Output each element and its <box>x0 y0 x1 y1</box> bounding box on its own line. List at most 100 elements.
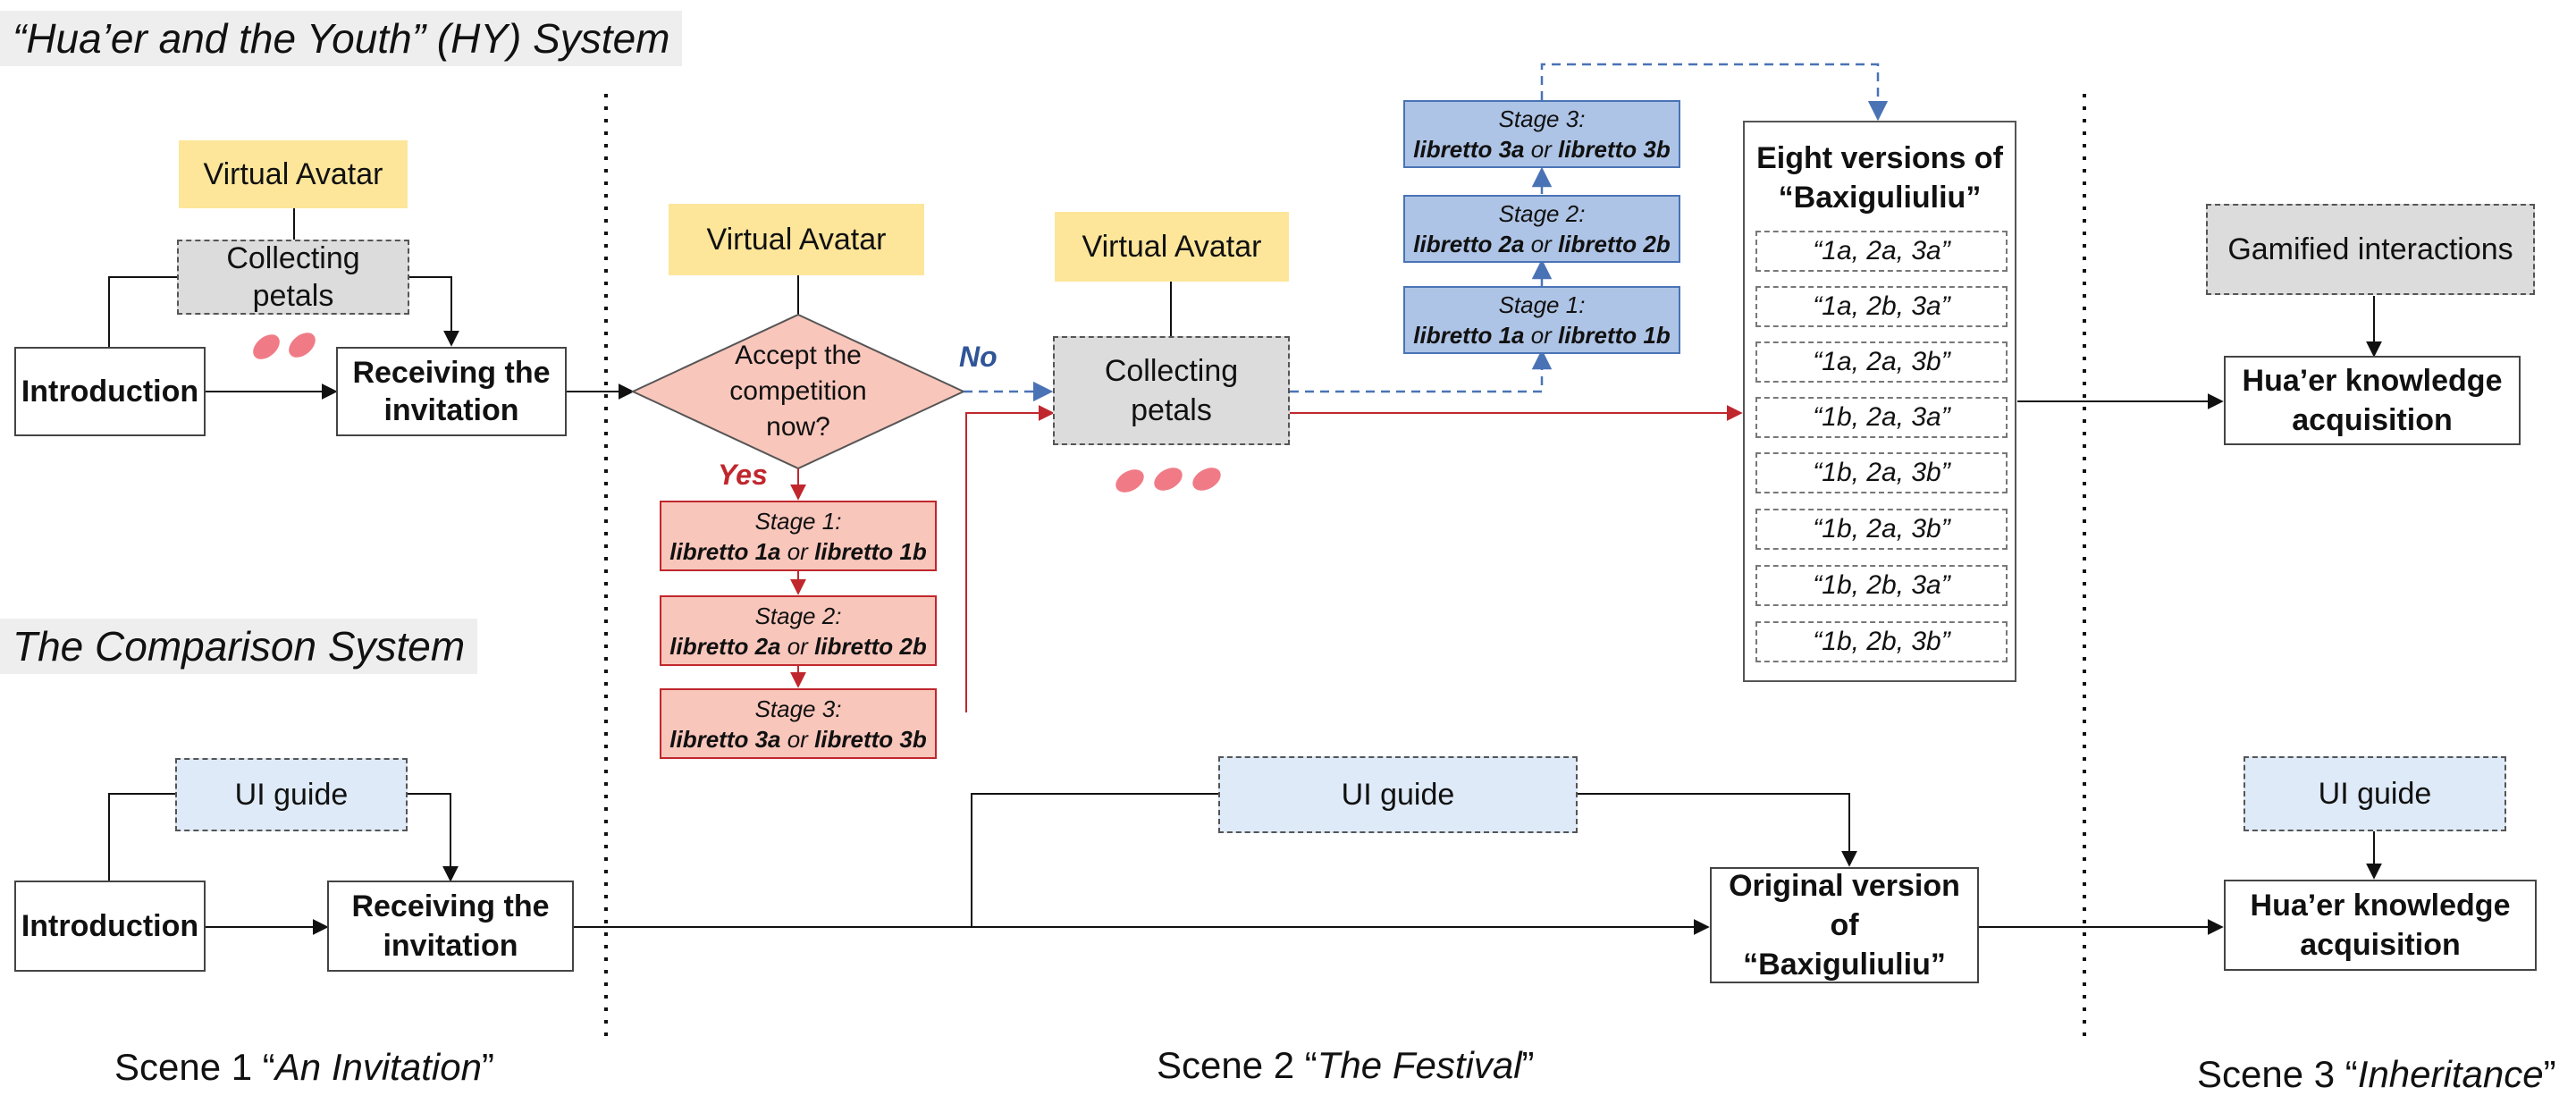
gamified-interactions: Gamified interactions <box>2206 204 2535 295</box>
label: UI guide <box>234 777 349 812</box>
or-text: or <box>1524 322 1559 349</box>
scene-suffix: ” <box>2543 1053 2556 1095</box>
connector <box>108 276 177 347</box>
hy-system-title: “Hua’er and the Youth” (HY) System <box>0 11 683 66</box>
scene-name: An Invitation <box>274 1046 482 1088</box>
hy-virtual-avatar-1: Virtual Avatar <box>179 140 408 208</box>
stage-librettos: libretto 2a or libretto 2b <box>669 631 927 662</box>
red-stage-2: Stage 2: libretto 2a or libretto 2b <box>660 595 937 666</box>
libretto-b: libretto 2b <box>814 632 927 660</box>
libretto-b: libretto 3b <box>1558 136 1671 163</box>
stage-librettos: libretto 3a or libretto 3b <box>669 724 927 754</box>
connector <box>971 793 1218 927</box>
version-item: “1a, 2a, 3b” <box>1755 341 2008 383</box>
version-item: “1b, 2a, 3b” <box>1755 509 2008 550</box>
hy-virtual-avatar-2: Virtual Avatar <box>669 204 924 275</box>
stage-librettos: libretto 2a or libretto 2b <box>1413 229 1671 259</box>
stage-title: Stage 2: <box>754 602 842 629</box>
decision-line1: Accept the <box>735 341 862 370</box>
label: Virtual Avatar <box>706 222 887 257</box>
stage-title: Stage 1: <box>754 507 842 535</box>
connector <box>1578 793 1857 867</box>
or-text: or <box>780 632 815 660</box>
libretto-b: libretto 3b <box>814 725 927 753</box>
label: UI guide <box>1341 777 1455 812</box>
scene-prefix: Scene 2 “ <box>1157 1044 1317 1086</box>
connector <box>409 276 459 347</box>
version-item: “1b, 2b, 3b” <box>1755 621 2008 662</box>
connector <box>408 793 459 882</box>
stage-librettos: libretto 3a or libretto 3b <box>1413 134 1671 164</box>
stage-librettos: libretto 1a or libretto 1b <box>669 536 927 567</box>
petal-icons-scene1 <box>253 333 316 359</box>
stage-title: Stage 3: <box>754 695 842 722</box>
red-stage-1: Stage 1: libretto 1a or libretto 1b <box>660 501 937 571</box>
blue-stage-1: Stage 1: libretto 1a or libretto 1b <box>1403 286 1680 354</box>
label-line2: petals <box>1131 393 1212 427</box>
libretto-a: libretto 1a <box>669 537 781 565</box>
decision-label: Accept the competition now? <box>679 338 917 445</box>
versions-title-line2: “Baxiguliuliu” <box>1778 181 1982 215</box>
stage-title: Stage 2: <box>1498 200 1586 227</box>
scene-3-label: Scene 3 “Inheritance” <box>2197 1053 2556 1096</box>
decision-line3: now? <box>766 412 830 442</box>
label-line2: invitation <box>383 393 519 427</box>
label-line1: Hua’er knowledge <box>2242 364 2503 398</box>
cmp-receiving-invitation: Receiving the invitation <box>327 881 574 972</box>
libretto-a: libretto 1a <box>1413 322 1525 349</box>
scene-name: Inheritance <box>2357 1053 2544 1095</box>
libretto-b: libretto 1b <box>1558 322 1671 349</box>
connector <box>1290 349 1553 393</box>
hy-receiving-invitation: Receiving the invitation <box>336 347 567 436</box>
scene-2-label: Scene 2 “The Festival” <box>1157 1044 1535 1087</box>
label-line2: invitation <box>383 929 518 963</box>
scene-prefix: Scene 3 “ <box>2197 1053 2358 1095</box>
decision-line2: competition <box>729 376 867 406</box>
hy-introduction: Introduction <box>14 347 206 436</box>
libretto-a: libretto 3a <box>1413 136 1525 163</box>
hy-collecting-petals-2: Collecting petals <box>1053 336 1290 445</box>
versions-title-line1: Eight versions of <box>1756 141 2003 175</box>
hy-collecting-petals-1: Collecting petals <box>177 240 409 315</box>
cmp-introduction: Introduction <box>14 881 206 972</box>
scene-suffix: ” <box>481 1046 494 1088</box>
connector <box>965 405 1055 712</box>
petal-icons-scene2 <box>1115 468 1221 493</box>
label-line2: “Baxiguliuliu” <box>1743 948 1946 982</box>
red-stage-3: Stage 3: libretto 3a or libretto 3b <box>660 688 937 759</box>
label: Introduction <box>21 374 199 409</box>
connector <box>108 793 175 881</box>
label-line1: Original version of <box>1729 869 1960 942</box>
label-line1: Collecting <box>1104 354 1239 388</box>
or-text: or <box>780 725 815 753</box>
no-label: No <box>959 341 998 373</box>
label-line1: Receiving the <box>351 889 550 923</box>
cmp-knowledge-acquisition: Hua’er knowledge acquisition <box>2224 880 2537 971</box>
version-item: “1b, 2b, 3a” <box>1755 565 2008 606</box>
cmp-ui-guide-3: UI guide <box>2243 756 2506 831</box>
hy-virtual-avatar-3: Virtual Avatar <box>1055 212 1289 282</box>
cmp-ui-guide-1: UI guide <box>175 758 408 831</box>
version-item: “1b, 2a, 3b” <box>1755 452 2008 493</box>
or-text: or <box>1524 136 1559 163</box>
stage-librettos: libretto 1a or libretto 1b <box>1413 320 1671 350</box>
cmp-ui-guide-2: UI guide <box>1218 756 1578 833</box>
hy-knowledge-acquisition: Hua’er knowledge acquisition <box>2224 356 2521 445</box>
blue-stage-3: Stage 3: libretto 3a or libretto 3b <box>1403 100 1680 168</box>
cmp-original-version: Original version of “Baxiguliuliu” <box>1710 867 1979 983</box>
version-item: “1a, 2b, 3a” <box>1755 286 2008 327</box>
connector <box>1540 63 1889 122</box>
libretto-b: libretto 2b <box>1558 231 1671 257</box>
or-text: or <box>780 537 815 565</box>
label-line2: acquisition <box>2300 928 2461 962</box>
yes-label: Yes <box>718 459 768 491</box>
libretto-a: libretto 3a <box>669 725 781 753</box>
or-text: or <box>1524 231 1559 257</box>
libretto-b: libretto 1b <box>814 537 927 565</box>
label: Virtual Avatar <box>1082 229 1262 264</box>
comparison-system-title: The Comparison System <box>0 619 478 674</box>
label: Gamified interactions <box>2227 232 2513 266</box>
scene-name: The Festival <box>1317 1044 1522 1086</box>
label: Virtual Avatar <box>203 156 383 191</box>
